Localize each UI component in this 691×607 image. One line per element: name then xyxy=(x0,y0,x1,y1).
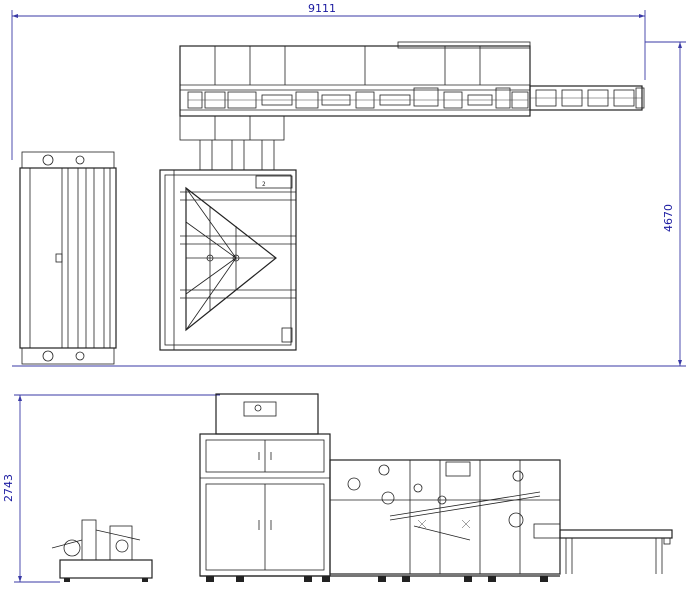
plan-depth-label: 4670 xyxy=(662,204,675,232)
overall-width-label: 9111 xyxy=(308,2,336,15)
plan-connecting-rails xyxy=(199,140,275,170)
elevation-cabinet xyxy=(199,393,331,577)
depth-dimension: 4670 xyxy=(12,41,686,367)
elevation-height-label: 2743 xyxy=(2,474,15,502)
plan-unwinder xyxy=(19,151,117,365)
elevation-machine-frame xyxy=(329,459,561,575)
elevation-base xyxy=(200,575,560,582)
elevation-unwinder xyxy=(51,519,153,582)
plan-conveyor-line xyxy=(179,41,531,141)
plan-output-conveyor xyxy=(529,85,645,111)
unit-label: 2 xyxy=(262,181,266,188)
height-dimension: 2743 xyxy=(2,394,220,583)
width-dimension: 9111 xyxy=(11,2,646,160)
elevation-discharge-table xyxy=(559,529,673,574)
plan-frame-assembly: 2 xyxy=(159,169,297,351)
